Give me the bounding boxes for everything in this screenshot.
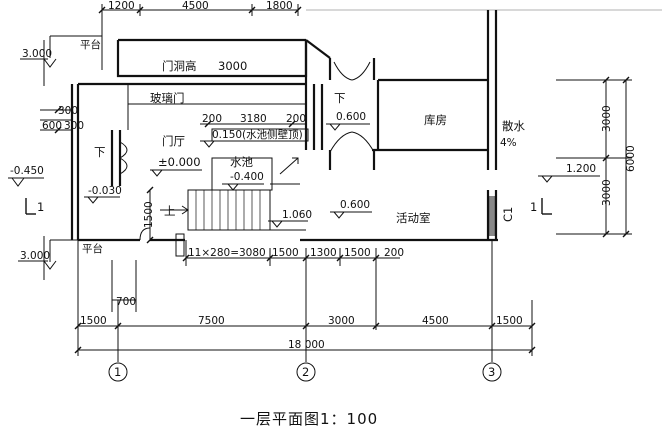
axis-label-2: 2 [302,365,309,379]
dim-mid-200: 200 [384,247,404,259]
dim-bottom-4500: 4500 [422,315,449,327]
right-dimensions: 3000 3000 6000 1.200 [538,76,637,238]
dim-mid-1500a: 1500 [272,247,299,259]
dim-mid-1300: 1300 [310,247,337,259]
elev-vestibule: ±0.000 [158,155,201,169]
plan-title: 一层平面图1：100 [240,410,378,428]
vestibule: 门洞高 3000 玻璃门 200 3180 200 0.150(水池侧壁顶) 门… [84,59,312,312]
elev-pool-wall: 0.150(水池侧壁顶) [212,128,303,141]
dim-200-left: 200 [202,113,222,125]
stair-down-right: 下 [334,91,346,105]
elev-outside: -0.450 [10,165,44,177]
column-label: C1 [501,207,515,222]
bottom-dimensions: 1500 7500 3000 4500 1500 18 000 [74,240,536,356]
axis-markers: 1 2 3 [108,356,502,382]
dim-200-right: 200 [286,113,306,125]
dim-top-1800: 1800 [266,0,293,12]
section-mark-right: 1 [530,200,537,214]
dim-left-300a: 300 [58,105,78,117]
axis-label-1: 1 [114,365,121,379]
dim-3180: 3180 [240,113,267,125]
glass-door-label: 玻璃门 [150,91,185,105]
dim-right-3000a: 3000 [601,105,613,132]
dim-bottom-1500a: 1500 [80,315,107,327]
elev-stair-mid: 1.060 [282,209,312,221]
axis-circle-2 [296,362,316,382]
dim-left-600: 600 [42,120,62,132]
elev-platform-top: 3.000 [22,48,52,60]
elev-platform-bottom: 3.000 [20,250,50,262]
mid-dimensions: 11×280=3080 1500 1300 1500 200 [182,240,404,266]
dim-top-1200: 1200 [108,0,135,12]
axis-circle-3 [482,362,502,382]
axis-circle-1 [108,362,128,382]
elev-vestibule-low: -0.030 [88,185,122,197]
elev-activity: 0.600 [340,199,370,211]
platform-bottom-label: 平台 [82,242,103,255]
elev-pool: -0.400 [230,171,264,183]
apron-slope: 4% [500,137,517,149]
stair-run-label: 11×280=3080 [188,247,266,259]
section-mark-left: 1 [37,200,44,214]
dim-bottom-7500: 7500 [198,315,225,327]
top-dimensions: 1200 4500 1800 [98,0,662,70]
platform-top-label: 平台 [80,38,101,51]
elev-landing: 0.600 [336,111,366,123]
dim-left-300b: 300 [64,120,84,132]
dim-stair-1500: 1500 [143,201,155,228]
stair-down-left: 下 [94,145,106,159]
dim-top-4500: 4500 [182,0,209,12]
stair-up-label: 上 [164,204,176,218]
dim-bottom-1500b: 1500 [496,315,523,327]
dim-door-700: 700 [116,296,136,308]
dim-total: 18 000 [288,339,325,351]
right-rooms: 下 0.600 库房 0.600 活动室 散水 4% C1 1 [326,61,552,225]
left-platforms: 平台 3.000 平台 3.000 300 600 300 -0.450 1 [8,35,110,280]
storage-label: 库房 [424,113,447,127]
door-opening-label: 门洞高 [162,59,197,73]
dim-bottom-3000: 3000 [328,315,355,327]
dim-mid-1500b: 1500 [344,247,371,259]
axis-label-3: 3 [488,365,495,379]
door-opening-height: 3000 [218,59,247,73]
apron-label: 散水 [502,119,525,133]
vestibule-label: 门厅 [162,134,185,148]
pool-label: 水池 [230,155,253,169]
elev-side: 1.200 [566,163,596,175]
activity-label: 活动室 [396,211,431,225]
dim-right-3000b: 3000 [601,179,613,206]
dim-right-6000: 6000 [625,145,637,172]
